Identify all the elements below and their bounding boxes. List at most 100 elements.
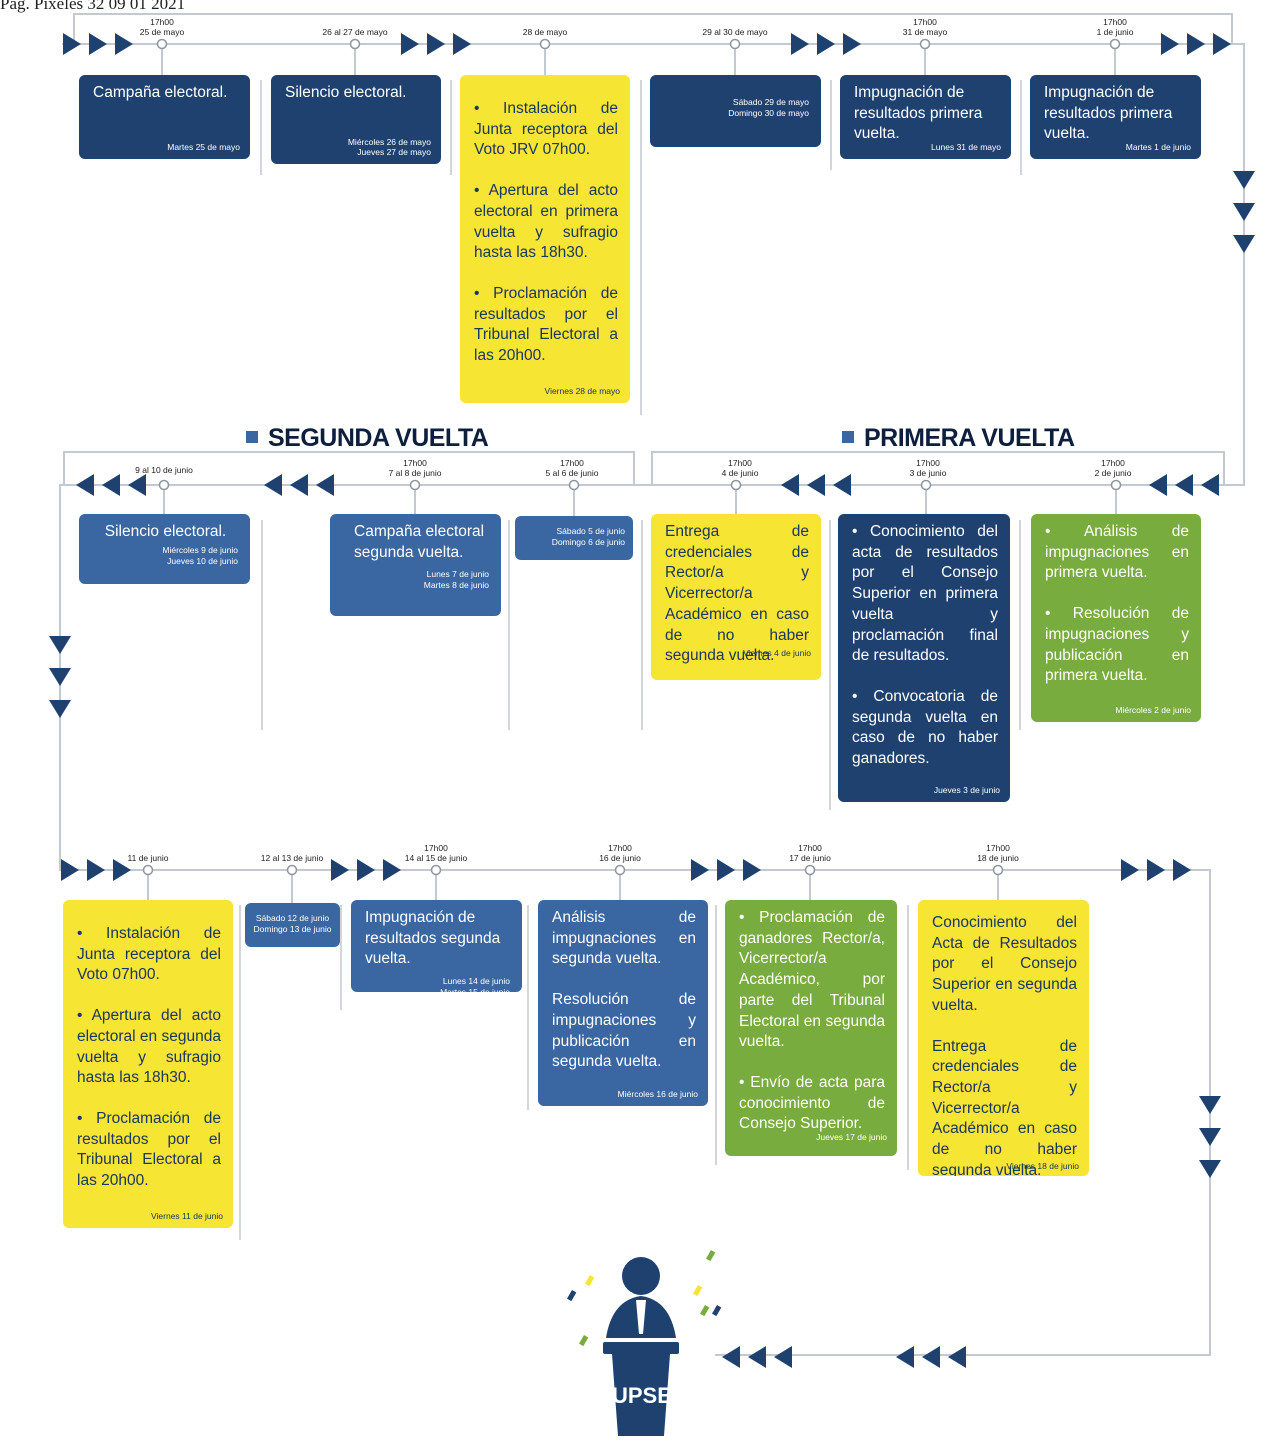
timeline-node <box>286 864 298 876</box>
card-text: Campaña electoral segunda vuelta. <box>354 523 485 561</box>
arrow-right-icon <box>115 33 133 55</box>
card-text: Martes 1 de junio <box>1125 142 1191 152</box>
date-label: 28 de mayo <box>522 27 568 38</box>
card-text: 26 al 27 de mayo <box>322 27 388 37</box>
date-label: 12 al 13 de junio <box>261 853 323 864</box>
card-text: Impugnación de resultados primera vuelta… <box>1044 84 1173 143</box>
arrow-left-icon <box>1201 474 1219 496</box>
card-text: Silencio electoral. <box>104 523 227 540</box>
podium-label: UPSE <box>612 1383 672 1408</box>
card-text: 17h00 <box>798 843 822 853</box>
arrow-left-icon <box>948 1346 966 1368</box>
timeline-node <box>430 864 442 876</box>
podium-base <box>612 1354 670 1436</box>
arrow-right-icon <box>1173 859 1191 881</box>
card-text: • Convocatoria de segunda vuelta en caso… <box>852 687 998 768</box>
timeline-node <box>1109 38 1121 50</box>
arrow-right-icon <box>1187 33 1205 55</box>
card-text: Sábado 29 de mayo Domingo 30 de mayo <box>728 97 809 118</box>
card-text: Conocimiento del Acta de Resultados por … <box>932 914 1077 1014</box>
arrow-right-icon <box>427 33 445 55</box>
date-label: 17h00 2 de junio <box>1094 458 1132 478</box>
card-text: 4 de junio <box>721 467 759 478</box>
arrow-left-icon <box>128 474 146 496</box>
card-text: 7 al 8 de junio <box>388 467 442 478</box>
arrow-right-icon <box>61 859 79 881</box>
card-text: 2 de junio <box>1094 467 1132 478</box>
date-label: 17h00 16 de junio <box>599 843 641 863</box>
arrow-down-icon <box>1199 1128 1221 1146</box>
event-card-campana-segunda: Campaña electoral segunda vuelta. Lunes … <box>330 514 501 616</box>
card-text: Miércoles 9 de junio Jueves 10 de junio <box>162 544 238 566</box>
timeline-nodes <box>142 38 1122 876</box>
arrow-right-icon <box>817 33 835 55</box>
card-text: 29 al 30 de mayo <box>702 27 768 37</box>
event-card-proclamacion-ganadores: • Proclamación de ganadores Rector/a, Vi… <box>725 900 897 1156</box>
section-square-icon <box>246 431 258 443</box>
card-text: • Proclamación de ganadores Rector/a, Vi… <box>739 909 885 1051</box>
date-label: 17h00 7 al 8 de junio <box>388 458 442 478</box>
card-text: 17h00 <box>403 458 427 468</box>
timeline-node <box>539 38 551 50</box>
card-text: Lunes 7 de junio Martes 8 de junio <box>423 569 489 591</box>
timeline-line-row1 <box>62 13 1233 45</box>
card-text: 28 de mayo <box>522 27 568 37</box>
card-text: 17h00 <box>560 458 584 468</box>
card-text: 17h00 <box>728 458 752 468</box>
card-text: Martes 25 de mayo <box>167 142 240 152</box>
section-title-primera: PRIMERA VUELTA <box>864 424 1075 452</box>
card-text: Miércoles 26 de mayo Jueves 27 de mayo <box>347 137 431 157</box>
arrow-left-icon <box>896 1346 914 1368</box>
arrow-right-icon <box>357 859 375 881</box>
confetti-piece <box>584 1275 595 1287</box>
arrow-left-icon <box>807 474 825 496</box>
card-text: • Apertura del acto electoral en primera… <box>474 182 618 262</box>
card-text: • Análisis de impugnaciones en primera v… <box>1045 523 1189 582</box>
arrow-right-icon <box>1121 859 1139 881</box>
timeline-node <box>156 38 168 50</box>
event-card-conocimiento-acta: • Conocimiento del acta de resultados po… <box>838 514 1010 802</box>
timeline-node <box>729 38 741 50</box>
card-text: Impugnación de resultados segunda vuelta… <box>365 909 501 968</box>
card-text: Entrega de credenciales de Rector/a y Vi… <box>932 1037 1077 1176</box>
arrow-right-icon <box>1161 33 1179 55</box>
arrow-left-icon <box>316 474 334 496</box>
timeline-node <box>614 864 626 876</box>
card-text: Campaña electoral. <box>93 84 228 101</box>
card-text: • Instalación de Junta receptora del Vot… <box>77 925 221 984</box>
event-card-fin-semana-junio: Sábado 5 de junio Domingo 6 de junio <box>515 516 633 560</box>
card-text: Miércoles 2 de junio <box>1115 705 1191 715</box>
timeline-node <box>158 479 170 491</box>
date-label: 17h00 1 de junio <box>1097 17 1134 37</box>
timeline-node <box>920 479 932 491</box>
card-text: • Instalación de Junta receptora del Vot… <box>474 100 618 159</box>
card-text: Entrega de credenciales de Rector/a y Vi… <box>665 523 809 665</box>
timeline-node <box>919 38 931 50</box>
timeline-node <box>409 479 421 491</box>
card-text: 25 de mayo <box>139 26 185 37</box>
arrow-right-icon <box>63 33 81 55</box>
section-square-icon <box>842 431 854 443</box>
card-text: • Apertura del acto electoral en segunda… <box>77 1007 221 1087</box>
bracket-segunda <box>63 451 635 485</box>
card-text: 17h00 <box>150 17 174 27</box>
card-text: Sábado 5 de junio Domingo 6 de junio <box>551 526 625 547</box>
card-text: Viernes 11 de junio <box>151 1211 223 1221</box>
arrow-left-icon <box>833 474 851 496</box>
arrow-left-icon <box>774 1346 792 1368</box>
podium-illustration <box>567 1250 722 1436</box>
arrow-down-icon <box>1199 1160 1221 1178</box>
confetti-piece <box>712 1305 722 1317</box>
arrow-right-icon <box>401 33 419 55</box>
date-label: 17h00 5 al 6 de junio <box>545 458 599 478</box>
card-text: 5 al 6 de junio <box>545 467 599 478</box>
card-text: 14 al 15 de junio <box>404 852 468 863</box>
card-text: 17h00 <box>1103 17 1127 27</box>
card-text: Jueves 17 de junio <box>816 1132 887 1142</box>
arrow-right-icon <box>717 859 735 881</box>
card-text: 17 de junio <box>789 852 831 863</box>
arrow-left-icon <box>922 1346 940 1368</box>
card-text: 16 de junio <box>599 852 641 863</box>
date-label: 17h00 17 de junio <box>789 843 831 863</box>
bracket-primera <box>651 451 1225 485</box>
